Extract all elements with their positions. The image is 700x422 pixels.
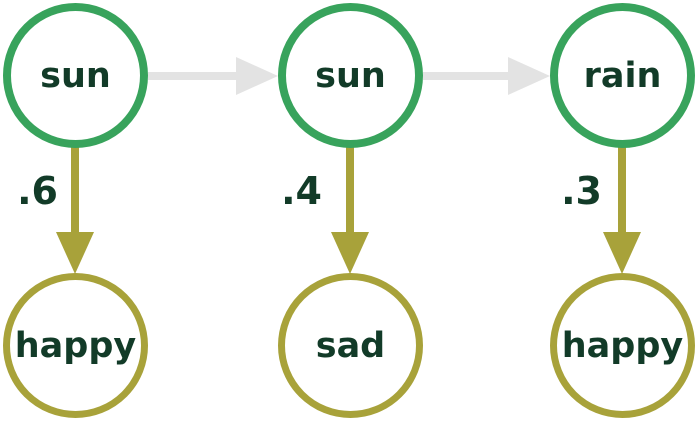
emission-probability-label-1: .6 (17, 169, 58, 213)
down-arrow-icon (618, 146, 626, 234)
down-arrow-icon (603, 232, 641, 274)
right-arrow-icon (423, 72, 510, 80)
hidden-state-label-3: rain (583, 55, 662, 96)
down-arrow-icon (331, 232, 369, 274)
emission-probability-label-3: .3 (561, 169, 602, 213)
down-arrow-icon (71, 146, 79, 234)
down-arrow-icon (346, 146, 354, 234)
hidden-state-label-2: sun (315, 55, 386, 96)
down-arrow-icon (56, 232, 94, 274)
hidden-state-node-2: sun (278, 3, 423, 148)
observation-node-2: sad (278, 273, 423, 418)
observation-label-3: happy (561, 325, 684, 366)
right-arrow-icon (148, 72, 238, 80)
hidden-state-label-1: sun (40, 55, 111, 96)
hidden-state-node-3: rain (550, 3, 695, 148)
emission-probability-label-2: .4 (281, 169, 322, 213)
observation-node-3: happy (550, 273, 695, 418)
hidden-state-node-1: sun (3, 3, 148, 148)
observation-label-2: sad (315, 325, 386, 366)
right-arrow-icon (508, 57, 550, 95)
observation-node-1: happy (3, 273, 148, 418)
observation-label-1: happy (14, 325, 137, 366)
right-arrow-icon (236, 57, 278, 95)
